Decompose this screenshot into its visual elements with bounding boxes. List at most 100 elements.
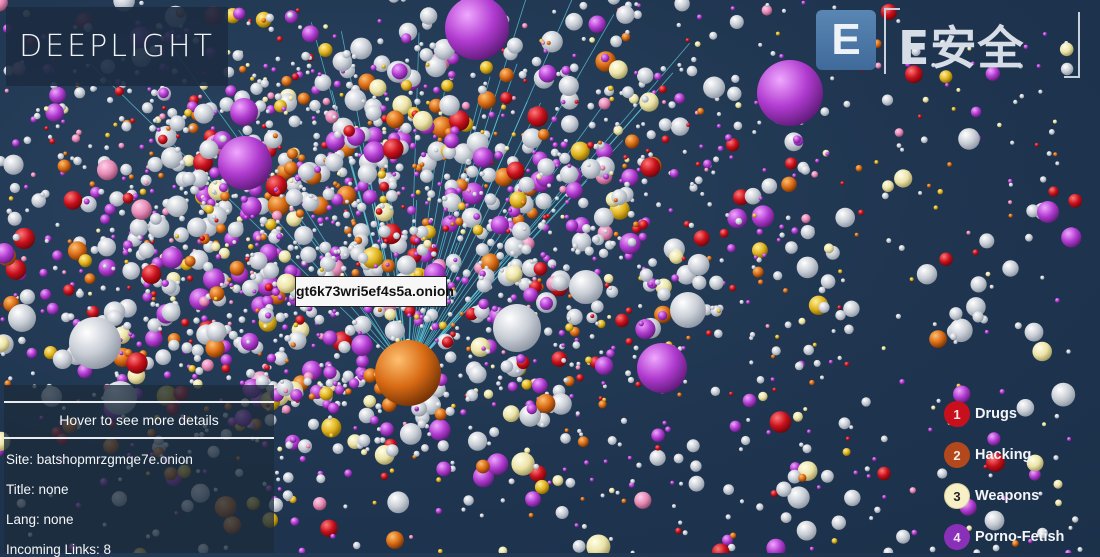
graph-node[interactable] <box>592 256 597 261</box>
graph-node[interactable] <box>486 316 493 323</box>
graph-node[interactable] <box>40 192 45 197</box>
graph-node[interactable] <box>686 335 691 340</box>
graph-node[interactable] <box>121 176 126 181</box>
graph-node[interactable] <box>771 354 776 359</box>
graph-node[interactable] <box>1055 298 1060 303</box>
graph-node[interactable] <box>676 22 681 28</box>
graph-node[interactable] <box>441 195 448 202</box>
graph-node[interactable] <box>89 181 96 187</box>
graph-node[interactable] <box>600 493 605 498</box>
graph-node[interactable] <box>314 74 332 91</box>
graph-node[interactable] <box>344 469 353 478</box>
graph-node[interactable] <box>816 485 821 490</box>
graph-node[interactable] <box>716 308 721 313</box>
graph-node[interactable] <box>807 429 811 434</box>
graph-node[interactable] <box>1008 178 1013 184</box>
graph-node[interactable] <box>98 188 105 195</box>
graph-node[interactable] <box>250 252 255 257</box>
graph-node[interactable] <box>472 191 477 197</box>
graph-node[interactable] <box>203 268 225 290</box>
graph-node[interactable] <box>167 108 178 118</box>
graph-node[interactable] <box>597 319 606 329</box>
graph-node[interactable] <box>729 420 741 432</box>
graph-node[interactable] <box>654 279 661 286</box>
graph-node[interactable] <box>725 213 730 218</box>
graph-node[interactable] <box>324 153 344 172</box>
graph-node[interactable] <box>567 163 572 168</box>
graph-node[interactable] <box>13 227 35 250</box>
graph-node[interactable] <box>557 152 562 157</box>
graph-node[interactable] <box>489 427 500 438</box>
graph-node[interactable] <box>130 118 136 123</box>
graph-node[interactable] <box>719 228 729 238</box>
graph-node[interactable] <box>598 396 603 401</box>
graph-node[interactable] <box>82 165 87 170</box>
graph-node[interactable] <box>401 186 406 191</box>
graph-node[interactable] <box>9 182 20 194</box>
graph-node[interactable] <box>552 142 558 148</box>
graph-node[interactable] <box>298 439 312 454</box>
graph-node[interactable] <box>252 289 257 294</box>
graph-node[interactable] <box>725 514 731 520</box>
graph-node[interactable] <box>733 189 749 206</box>
graph-node[interactable] <box>521 128 543 149</box>
graph-node[interactable] <box>221 364 231 373</box>
graph-node[interactable] <box>284 369 289 374</box>
graph-node[interactable] <box>283 472 294 483</box>
graph-node[interactable] <box>149 151 154 156</box>
graph-node[interactable] <box>198 94 203 99</box>
graph-node[interactable] <box>363 141 386 163</box>
graph-node[interactable] <box>772 387 777 392</box>
graph-node[interactable] <box>564 214 570 220</box>
graph-node[interactable] <box>660 66 667 72</box>
graph-node[interactable] <box>585 356 593 364</box>
graph-node[interactable] <box>752 130 757 135</box>
graph-node[interactable] <box>567 316 572 321</box>
graph-node[interactable] <box>193 103 214 124</box>
graph-node[interactable] <box>565 323 574 332</box>
graph-node[interactable] <box>361 246 384 269</box>
graph-node[interactable] <box>621 498 627 504</box>
graph-node[interactable] <box>730 6 735 11</box>
graph-node[interactable] <box>83 198 90 205</box>
graph-node[interactable] <box>370 415 379 425</box>
graph-node[interactable] <box>329 433 334 438</box>
graph-node[interactable] <box>291 73 299 81</box>
graph-node[interactable] <box>468 365 487 384</box>
graph-node[interactable] <box>635 319 656 340</box>
graph-node[interactable] <box>145 329 163 348</box>
graph-node[interactable] <box>1 352 6 357</box>
graph-node[interactable] <box>674 93 685 104</box>
graph-node[interactable] <box>690 181 695 187</box>
graph-node[interactable] <box>894 128 904 137</box>
graph-node[interactable] <box>621 32 631 42</box>
graph-node[interactable] <box>294 245 299 250</box>
graph-node[interactable] <box>209 286 225 302</box>
graph-node[interactable] <box>285 358 289 363</box>
graph-node[interactable] <box>40 289 52 300</box>
graph-node[interactable] <box>453 211 460 217</box>
graph-node[interactable] <box>423 84 428 89</box>
graph-node[interactable] <box>460 173 468 180</box>
graph-node[interactable] <box>620 417 628 424</box>
graph-node[interactable] <box>263 63 269 69</box>
graph-node[interactable] <box>1046 151 1052 157</box>
graph-node[interactable] <box>362 189 378 205</box>
graph-node[interactable] <box>139 0 144 6</box>
graph-node[interactable] <box>630 550 635 553</box>
graph-node[interactable] <box>598 97 611 110</box>
graph-node[interactable] <box>1061 227 1082 248</box>
graph-node[interactable] <box>951 107 956 111</box>
graph-node[interactable] <box>98 259 117 277</box>
graph-node[interactable] <box>198 209 205 215</box>
graph-node[interactable] <box>540 252 547 258</box>
graph-node[interactable] <box>268 26 274 32</box>
graph-node[interactable] <box>73 156 82 166</box>
graph-node[interactable] <box>589 477 594 482</box>
graph-node[interactable] <box>443 173 451 180</box>
graph-node[interactable] <box>425 62 430 67</box>
graph-node[interactable] <box>100 214 111 225</box>
graph-node[interactable] <box>43 106 49 112</box>
graph-node[interactable] <box>522 227 527 231</box>
graph-node[interactable] <box>985 271 991 277</box>
